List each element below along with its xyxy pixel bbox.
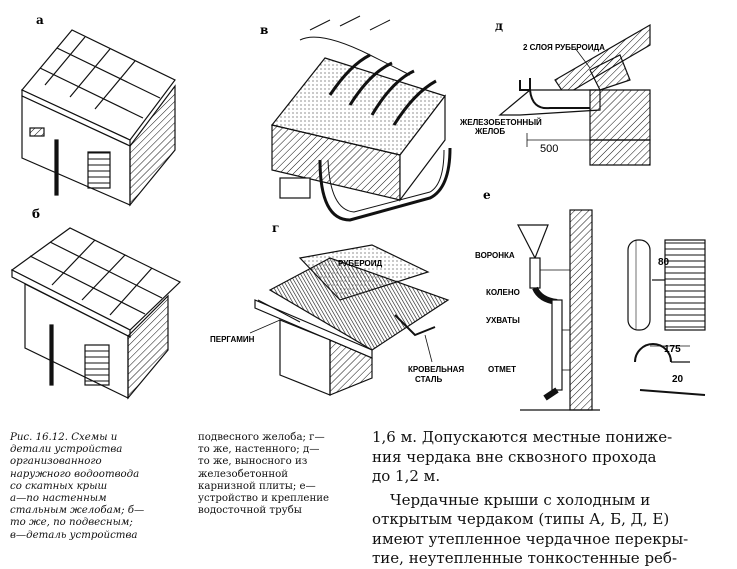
drawing-b: [10, 227, 182, 400]
body-line: имеют утепленное чердачное перекры-: [372, 529, 689, 548]
body-line: 1,6 м. Допускаются местные пониже-: [372, 428, 673, 446]
caption-line: наружного водоотвода: [10, 468, 140, 480]
caption-line: стальным желобам; б—: [10, 505, 145, 517]
caption-line: то же, выносного из: [198, 456, 308, 468]
body-line: тие, неутепленные тонкостенные реб-: [372, 549, 678, 567]
body-line: Чердачные крыши с холодным и: [390, 490, 651, 509]
label-e: е: [483, 188, 491, 202]
body-text: 1,6 м. Допускаются местные пониже- ния ч…: [372, 428, 732, 569]
caption-line: организованного: [10, 456, 102, 468]
caption-line: водосточной трубы: [198, 505, 302, 517]
label-g: г: [272, 221, 279, 235]
body-line: ния чердака вне сквозного прохода: [372, 447, 657, 466]
callout-roof-steel-2: СТАЛЬ: [415, 375, 442, 384]
callout-ruberoid: РУБЕРОИД: [338, 259, 382, 268]
callout-pergamin: ПЕРГАМИН: [210, 335, 255, 344]
caption-line: то же, настенного; д—: [198, 444, 320, 456]
callout-funnel: ВОРОНКА: [475, 251, 515, 260]
caption-line: карнизной плиты; е—: [198, 480, 316, 492]
caption-line: со скатных крыш: [10, 480, 108, 492]
callout-outlet: ОТМЕТ: [488, 365, 516, 374]
label-v: в: [260, 23, 268, 37]
dim-20: 20: [672, 374, 684, 385]
dim-80: 80: [658, 257, 670, 268]
figure-caption-middle: подвесного желоба; г— то же, настенного;…: [198, 432, 358, 517]
callout-roof-steel-1: КРОВЕЛЬНАЯ: [408, 365, 464, 374]
caption-line: а—по настенным: [10, 493, 107, 505]
figure-caption-left: Рис. 16.12. Схемы и детали устройства ор…: [10, 432, 172, 542]
caption-line: подвесного желоба; г—: [198, 432, 325, 443]
callout-brackets: УХВАТЫ: [486, 316, 520, 325]
body-line: открытым чердаком (типы А, Б, Д, Е): [372, 510, 670, 528]
label-a: а: [36, 13, 44, 27]
body-line: до 1,2 м.: [372, 467, 441, 485]
caption-line: детали устройства: [10, 444, 123, 456]
label-d: д: [495, 19, 503, 33]
figure-16-12: а б в г РУБЕРОИД: [10, 13, 706, 411]
dim-500: 500: [540, 143, 558, 155]
drawing-d: [498, 23, 651, 166]
dim-175: 175: [664, 344, 681, 355]
label-b: б: [32, 207, 40, 221]
callout-elbow: КОЛЕНО: [486, 288, 520, 297]
drawing-e: [517, 209, 706, 411]
caption-line: железобетонной: [198, 468, 289, 480]
caption-line: устройство и крепление: [198, 493, 330, 505]
caption-line: в—деталь устройства: [10, 529, 138, 541]
caption-line: то же, по подвесным;: [10, 517, 133, 529]
drawing-a: [21, 29, 176, 207]
drawing-v: [270, 15, 452, 222]
callout-rc-gutter-2: ЖЕЛОБ: [474, 127, 505, 136]
caption-line: Рис. 16.12. Схемы и: [10, 432, 118, 443]
callout-two-layers: 2 СЛОЯ РУБЕРОИДА: [523, 43, 605, 52]
drawing-g: [249, 244, 450, 396]
callout-rc-gutter-1: ЖЕЛЕЗОБЕТОННЫЙ: [459, 118, 542, 127]
